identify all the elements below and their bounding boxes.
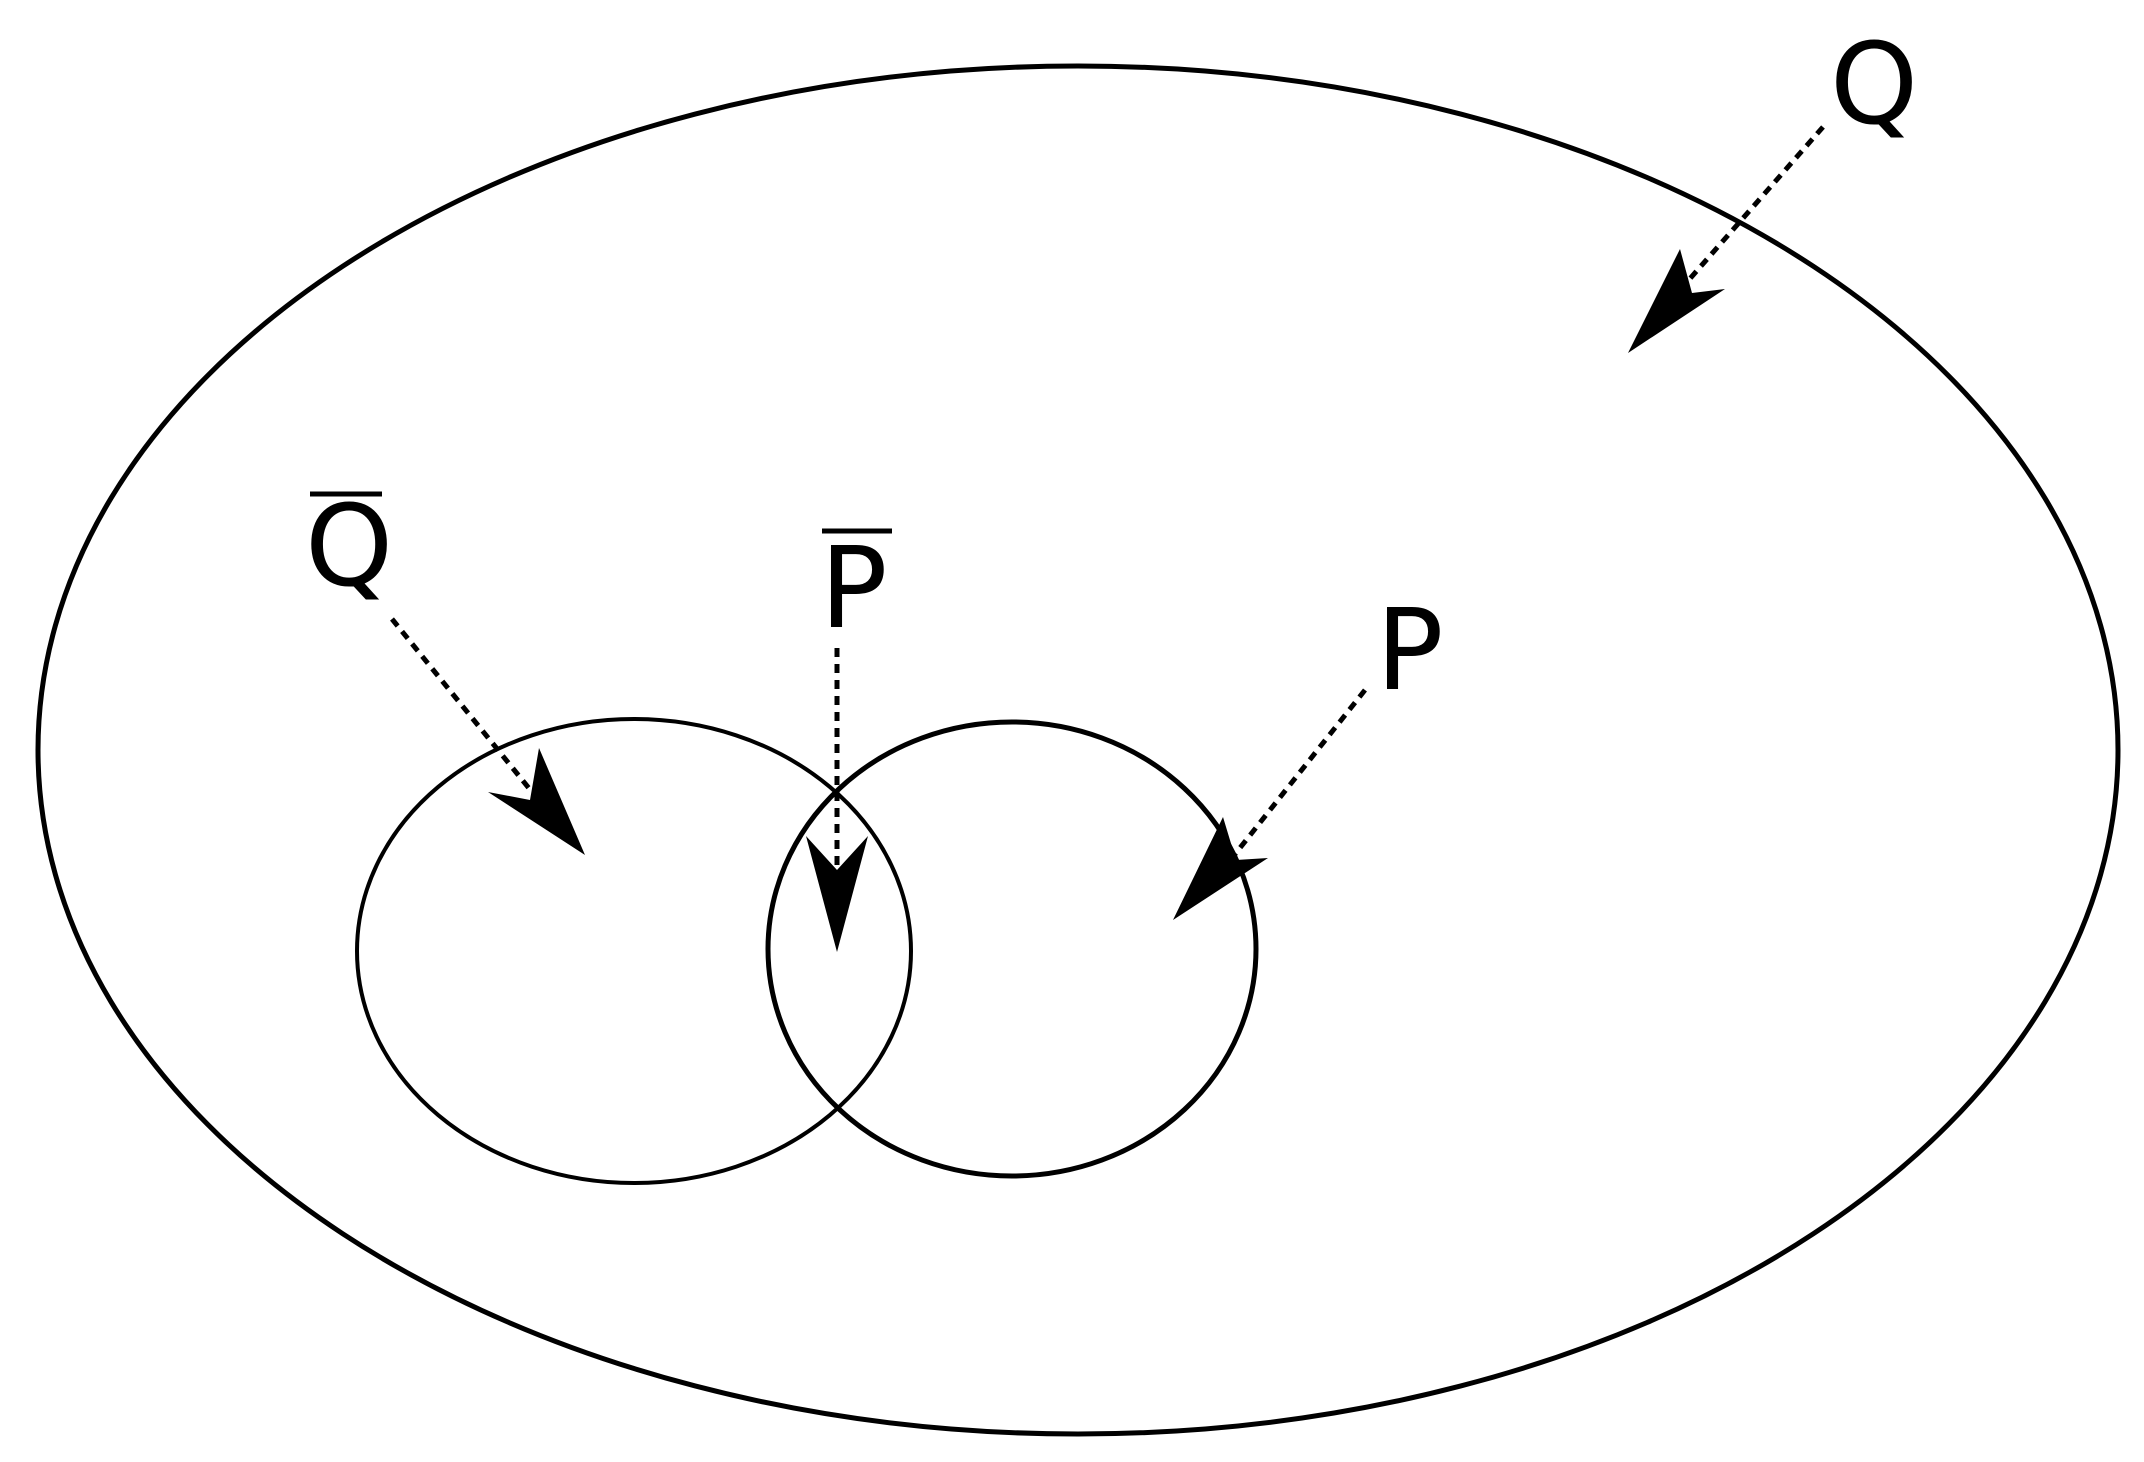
right-circle-p xyxy=(765,719,1259,1179)
outer-ellipse-q xyxy=(35,63,2121,1437)
label-p-bar: P xyxy=(820,524,888,654)
left-circle-q-bar xyxy=(355,717,913,1185)
label-q: Q xyxy=(1830,20,1918,150)
leader-line-q-bar xyxy=(390,617,534,794)
leader-line-p xyxy=(1230,688,1367,860)
label-q-bar: Q xyxy=(305,482,393,612)
arrowhead-q xyxy=(1628,249,1725,353)
arrowhead-p-bar xyxy=(806,836,868,952)
label-p: P xyxy=(1376,586,1444,716)
leader-line-q xyxy=(1678,125,1825,292)
arrowhead-p xyxy=(1173,817,1268,920)
arrowhead-q-bar xyxy=(488,748,585,855)
